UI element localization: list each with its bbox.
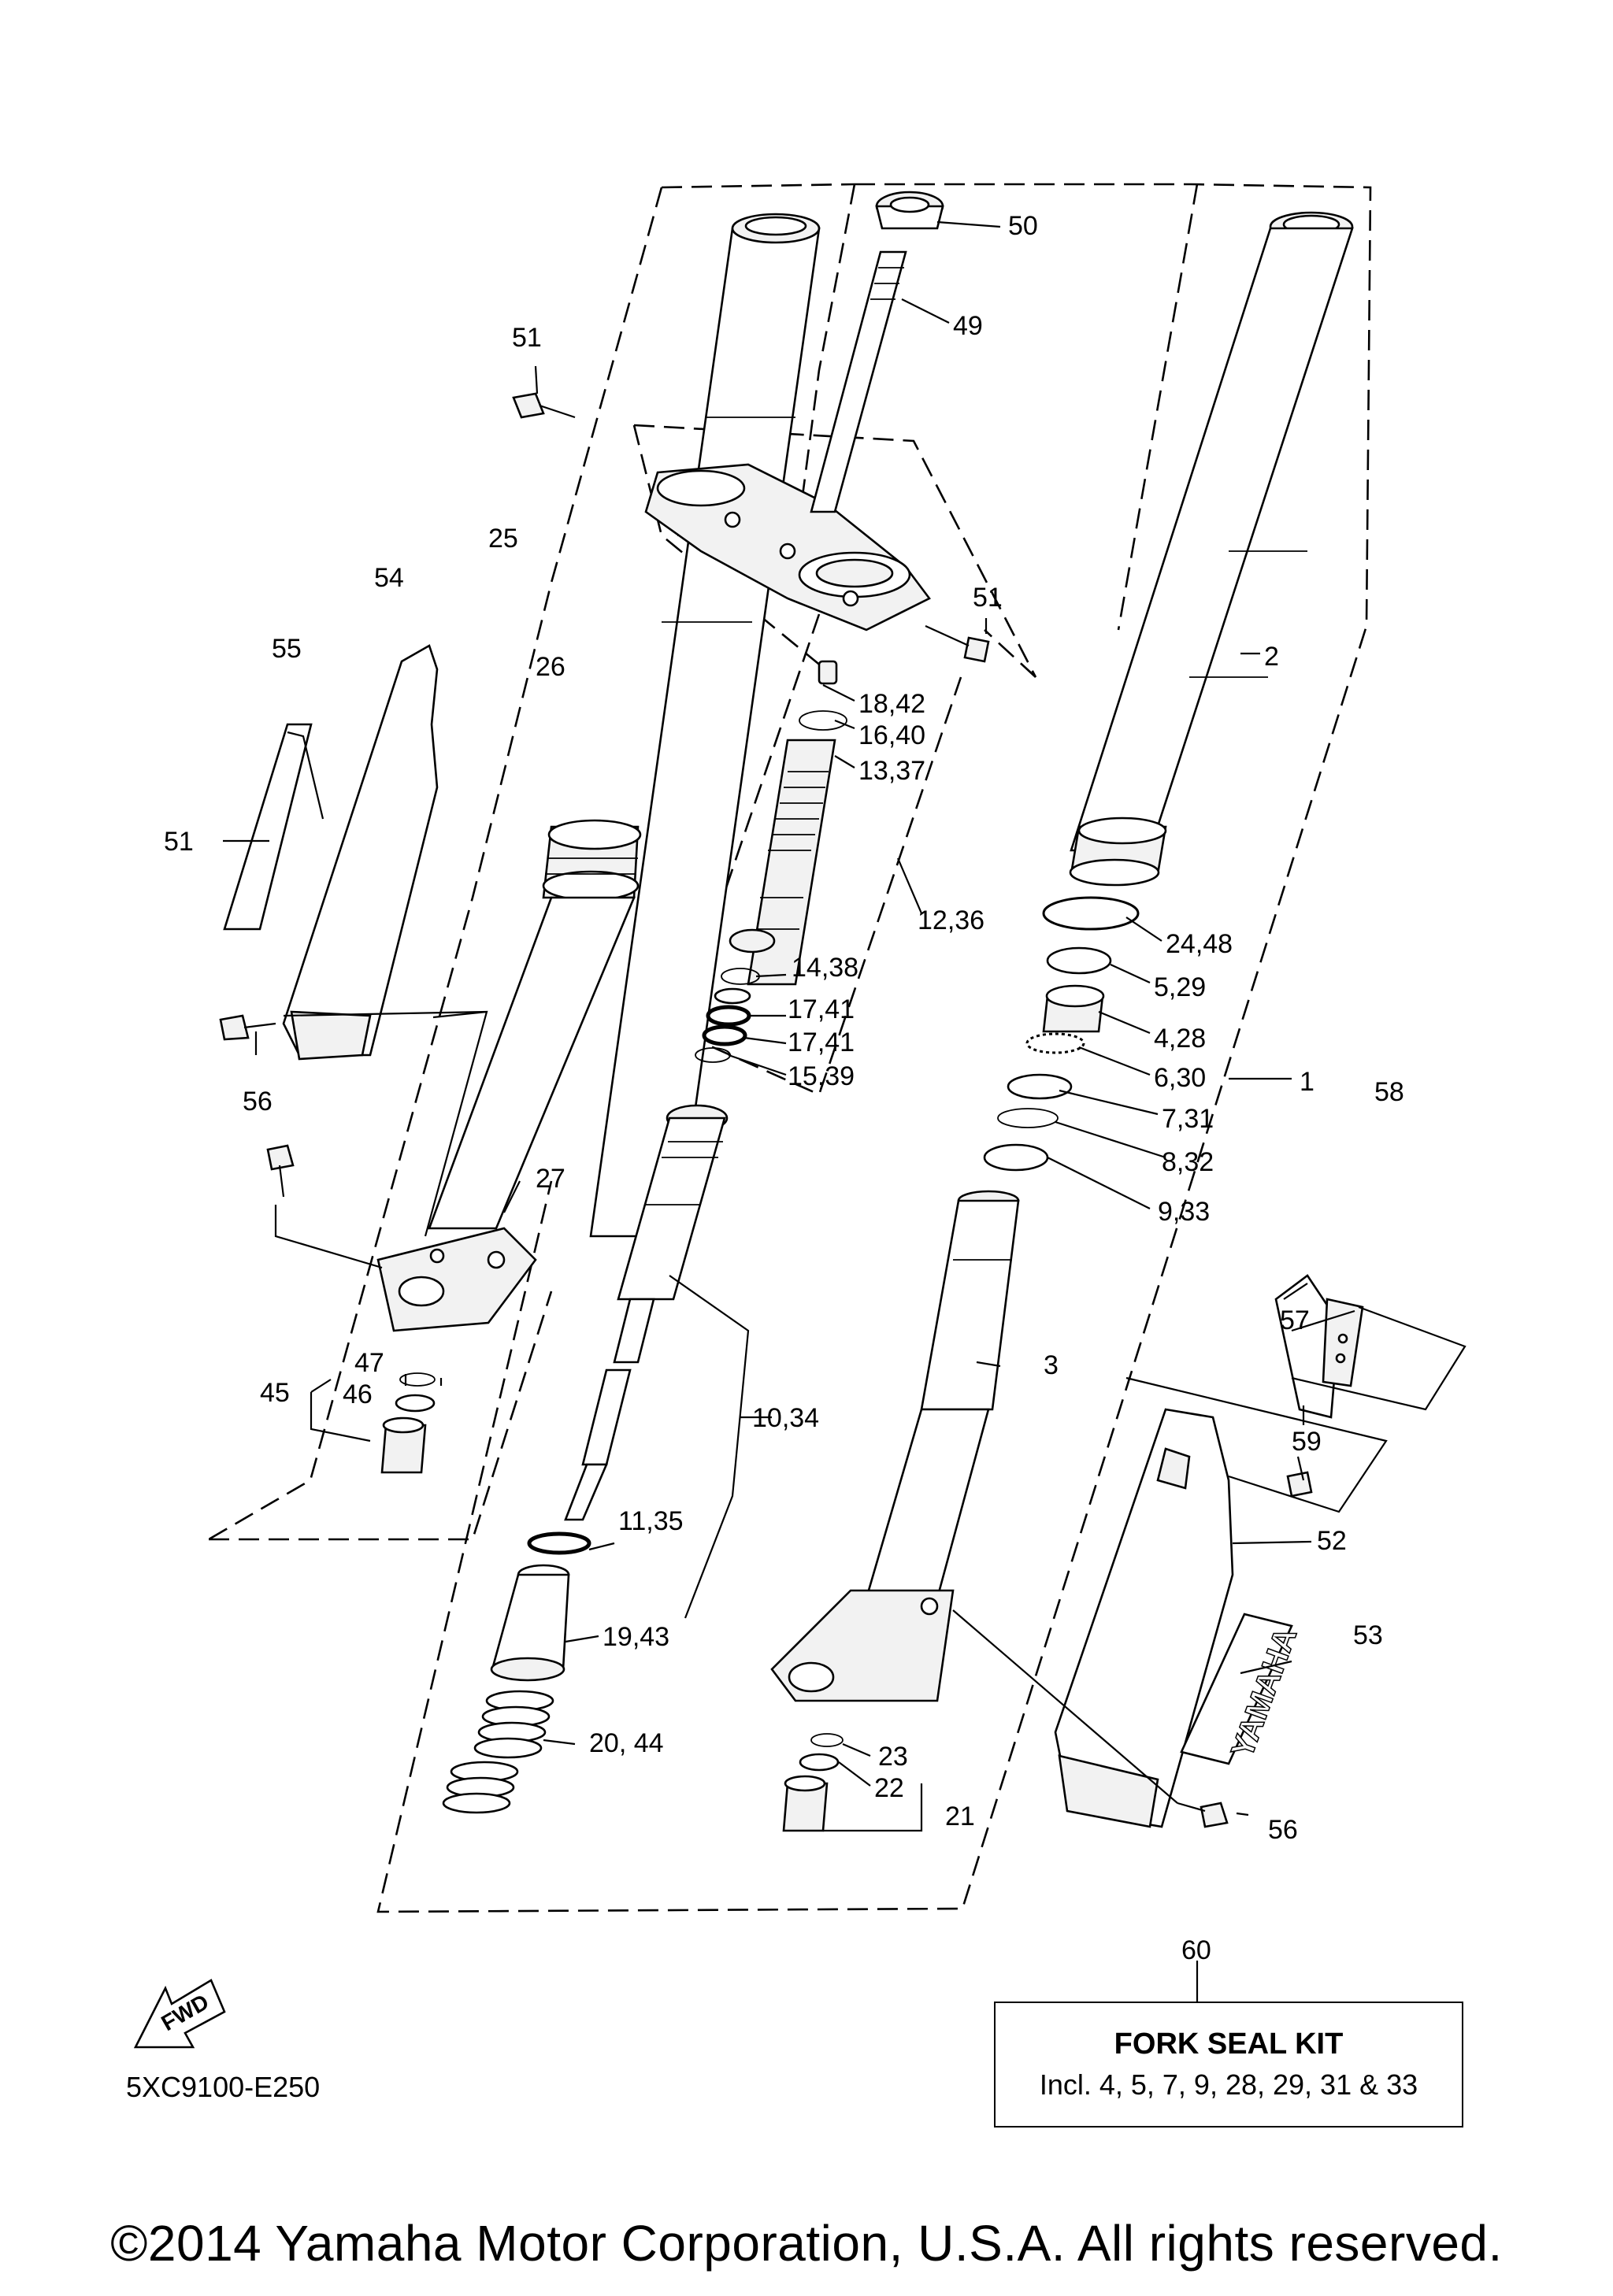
- callout-56-right: 56: [1268, 1815, 1298, 1845]
- callout-9-33: 9,33: [1158, 1197, 1210, 1227]
- callout-59: 59: [1292, 1427, 1322, 1457]
- callout-11-35: 11,35: [618, 1506, 684, 1536]
- callout-4-28: 4,28: [1154, 1024, 1206, 1054]
- callout-labels: 50 49 51 51 51 25 54 55 26 2 18,42 16,40…: [164, 211, 1404, 1965]
- left-fork-tube: [376, 213, 821, 1332]
- callout-8-32: 8,32: [1162, 1147, 1214, 1177]
- callout-57: 57: [1280, 1305, 1310, 1335]
- guard-bracket: [1274, 1274, 1364, 1419]
- right-fork-guard: YAMAHA: [1054, 1408, 1304, 1828]
- callout-22: 22: [874, 1773, 904, 1803]
- callout-49: 49: [953, 311, 983, 341]
- callout-16-40: 16,40: [858, 720, 925, 750]
- callout-52: 52: [1317, 1526, 1347, 1556]
- damper-assembly: [442, 1104, 729, 1814]
- assembly-outlines: [208, 183, 1372, 1913]
- callout-5-29: 5,29: [1154, 972, 1206, 1002]
- callout-1: 1: [1300, 1067, 1315, 1097]
- callout-47: 47: [354, 1348, 384, 1378]
- kit-title: FORK SEAL KIT: [1114, 2028, 1344, 2061]
- fwd-arrow-icon: FWD: [133, 1979, 226, 2049]
- callout-53: 53: [1353, 1620, 1383, 1650]
- diagram-code: 5XC9100-E250: [126, 2071, 321, 2103]
- callout-26: 26: [536, 652, 565, 682]
- left-fork-guard: [223, 644, 439, 1061]
- callout-51-clamp: 51: [973, 583, 1003, 613]
- callout-45: 45: [260, 1378, 290, 1408]
- callout-18-42: 18,42: [858, 689, 925, 719]
- fork-seal-kit-box: FORK SEAL KIT Incl. 4, 5, 7, 9, 28, 29, …: [994, 2002, 1463, 2128]
- callout-19-43: 19,43: [603, 1622, 669, 1652]
- callout-24-48: 24,48: [1166, 929, 1233, 959]
- callout-17-41-b: 17,41: [788, 1028, 855, 1057]
- callout-55: 55: [272, 634, 302, 664]
- callout-2: 2: [1264, 642, 1279, 672]
- callout-12-36: 12,36: [918, 905, 984, 935]
- callout-23: 23: [878, 1742, 908, 1772]
- triple-clamp: [644, 191, 944, 631]
- leader-lines: [223, 220, 1467, 2002]
- callout-51-left: 51: [164, 827, 194, 857]
- callout-50: 50: [1008, 211, 1038, 241]
- callout-58: 58: [1374, 1077, 1404, 1107]
- callout-13-37: 13,37: [858, 756, 925, 786]
- cartridge-internals: [695, 660, 847, 1063]
- fork-spring: [442, 1690, 554, 1814]
- bolts: [219, 392, 1313, 1832]
- callout-54: 54: [374, 563, 404, 593]
- callout-27: 27: [536, 1164, 565, 1194]
- callout-46: 46: [343, 1379, 373, 1409]
- callout-17-41-a: 17,41: [788, 994, 855, 1024]
- callout-51-top: 51: [512, 323, 542, 353]
- callout-15-39: 15,39: [788, 1061, 855, 1091]
- callout-6-30: 6,30: [1154, 1063, 1206, 1093]
- kit-contents: Incl. 4, 5, 7, 9, 28, 29, 31 & 33: [1039, 2068, 1418, 2101]
- callout-25: 25: [488, 524, 518, 554]
- callout-7-31: 7,31: [1162, 1104, 1214, 1134]
- callout-3: 3: [1044, 1350, 1059, 1380]
- right-fork-tube: [770, 211, 1354, 1702]
- callout-60: 60: [1181, 1935, 1211, 1965]
- callout-10-34: 10,34: [752, 1403, 819, 1433]
- callout-20-44: 20, 44: [589, 1728, 664, 1758]
- callout-56-left: 56: [243, 1087, 273, 1117]
- callout-21: 21: [945, 1802, 975, 1831]
- callout-14-38: 14,38: [792, 953, 858, 983]
- copyright-notice: ©2014 Yamaha Motor Corporation, U.S.A. A…: [110, 2215, 1503, 2272]
